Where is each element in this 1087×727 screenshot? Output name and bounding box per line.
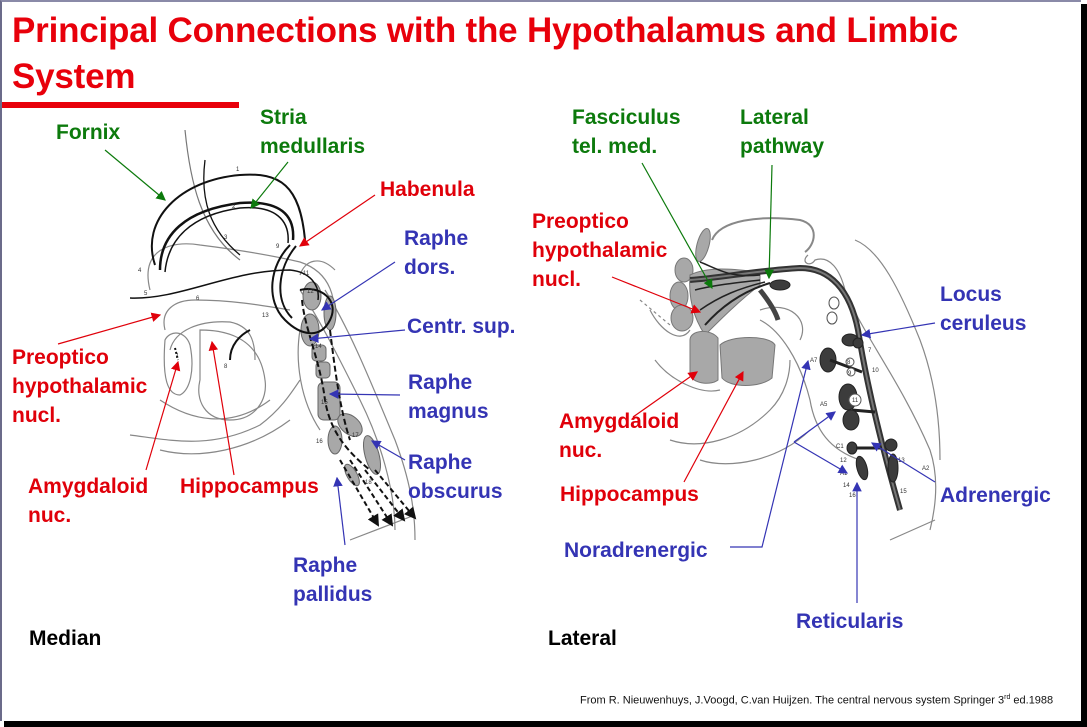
svg-text:1: 1: [236, 167, 240, 173]
fornix-arrow: [104, 149, 166, 201]
label-fornix: Fornix: [56, 121, 121, 144]
median-figure-numbers: 1 2 3 4 5 6 7 8 9 11 12 13 14 15 16 17 1…: [138, 167, 372, 486]
svg-text:16: 16: [849, 493, 856, 499]
slide-shadow-bottom: [4, 721, 1087, 727]
caption-lateral: Lateral: [548, 627, 617, 650]
svg-text:12: 12: [840, 458, 847, 464]
fornix-tract: [150, 173, 306, 266]
noradrenergic-arrow-a7: [730, 359, 811, 548]
noradrenergic-arrow-a5: [793, 411, 836, 443]
svg-text:18: 18: [365, 480, 372, 486]
label-hippocampus-median: Hippocampus: [180, 475, 319, 498]
amygdaloid-lateral-arrow: [632, 371, 698, 418]
raphe-dors-arrow: [320, 261, 396, 311]
svg-text:A5: A5: [820, 402, 828, 408]
svg-text:9: 9: [276, 244, 280, 250]
slide-shadow-right: [1081, 4, 1087, 727]
svg-text:8: 8: [847, 360, 851, 366]
svg-text:14: 14: [315, 344, 322, 350]
credit-suffix: ed.1988: [1010, 694, 1054, 707]
label-reticularis: Reticularis: [796, 610, 904, 633]
svg-text:C1: C1: [836, 444, 844, 450]
raphe-obscurus-arrow: [370, 440, 406, 461]
label-raphe-obscurus: Raphe obscurus: [408, 451, 503, 503]
caption-median: Median: [29, 627, 102, 650]
svg-text:3: 3: [224, 235, 228, 241]
svg-text:15: 15: [321, 400, 328, 406]
label-hippocampus-lateral: Hippocampus: [560, 483, 699, 506]
preoptico-lateral-arrow: [611, 276, 702, 314]
svg-text:10: 10: [872, 368, 879, 374]
label-lateral-pathway: Lateral pathway: [740, 106, 825, 158]
label-centr-sup: Centr. sup.: [407, 315, 516, 338]
label-fasciculus: Fasciculus tel. med.: [572, 106, 681, 158]
preoptico-median-arrow: [57, 312, 162, 345]
svg-text:11: 11: [852, 398, 859, 404]
slide-title: Principal Connections with the Hypothala…: [12, 11, 958, 96]
credit-superscript: rd: [1004, 694, 1011, 701]
lateral-fiber-tracts: [689, 261, 903, 511]
svg-text:7: 7: [175, 354, 179, 360]
median-label-arrows: [57, 149, 406, 546]
label-noradrenergic: Noradrenergic: [564, 539, 708, 562]
credit-text: From R. Nieuwenhuys, J.Voogd, C.van Huij…: [580, 694, 1005, 707]
habenula-arrow: [299, 194, 376, 247]
label-stria-medullaris: Stria medullaris: [260, 106, 366, 158]
label-preoptico-lateral: Preoptico hypothalamic nucl.: [532, 210, 668, 291]
label-amygdaloid-lateral: Amygdaloid nuc.: [559, 410, 680, 462]
svg-text:2: 2: [232, 204, 236, 210]
svg-text:14: 14: [843, 483, 850, 489]
svg-text:7: 7: [868, 348, 872, 354]
svg-text:13: 13: [262, 313, 269, 319]
label-amygdaloid-median: Amygdaloid nuc.: [28, 475, 149, 527]
lateral-pathway-arrow: [764, 164, 775, 280]
label-locus-ceruleus: Locus ceruleus: [940, 283, 1027, 335]
median-fiber-tracts: [129, 159, 417, 527]
svg-text:9: 9: [848, 371, 852, 377]
svg-text:12: 12: [307, 289, 314, 295]
lateral-label-arrows: [611, 162, 936, 603]
hippocampus-median-arrow: [208, 340, 235, 476]
label-raphe-magnus: Raphe magnus: [408, 371, 489, 423]
locus-ceruleus-arrow: [860, 322, 936, 339]
hippocampus-lateral-arrow: [683, 370, 744, 483]
noradrenergic-arrow-a1: [793, 441, 849, 474]
svg-text:4: 4: [138, 268, 142, 274]
stria-medullaris-arrow: [250, 161, 289, 209]
raphe-pallidus-arrow: [333, 476, 346, 546]
lateral-dark-nuclei: [769, 279, 899, 483]
label-habenula: Habenula: [380, 178, 475, 201]
svg-text:6: 6: [196, 296, 200, 302]
fasciculus-arrow: [641, 162, 713, 290]
svg-text:17: 17: [352, 433, 359, 439]
svg-text:15: 15: [900, 489, 907, 495]
svg-text:A1: A1: [840, 471, 848, 477]
svg-text:16: 16: [316, 439, 323, 445]
label-raphe-dors: Raphe dors.: [404, 227, 469, 279]
lateral-white-nuclei: [826, 296, 862, 407]
svg-text:A2: A2: [922, 466, 930, 472]
amygdaloid-median-arrow: [145, 360, 181, 471]
label-preoptico-median: Preoptico hypothalamic nucl.: [12, 346, 148, 427]
svg-text:5: 5: [144, 291, 148, 297]
stria-medullaris-tract: [158, 201, 295, 271]
source-credit: From R. Nieuwenhuys, J.Voogd, C.van Huij…: [580, 694, 1053, 707]
svg-text:11: 11: [303, 271, 310, 277]
title-underline: [2, 102, 239, 108]
label-adrenergic: Adrenergic: [940, 484, 1051, 507]
svg-text:8: 8: [224, 364, 228, 370]
label-raphe-pallidus: Raphe pallidus: [293, 554, 373, 606]
svg-text:A7: A7: [810, 358, 818, 364]
centr-sup-arrow: [308, 329, 406, 343]
raphe-magnus-arrow: [328, 389, 401, 399]
adrenergic-arrow: [870, 442, 936, 483]
